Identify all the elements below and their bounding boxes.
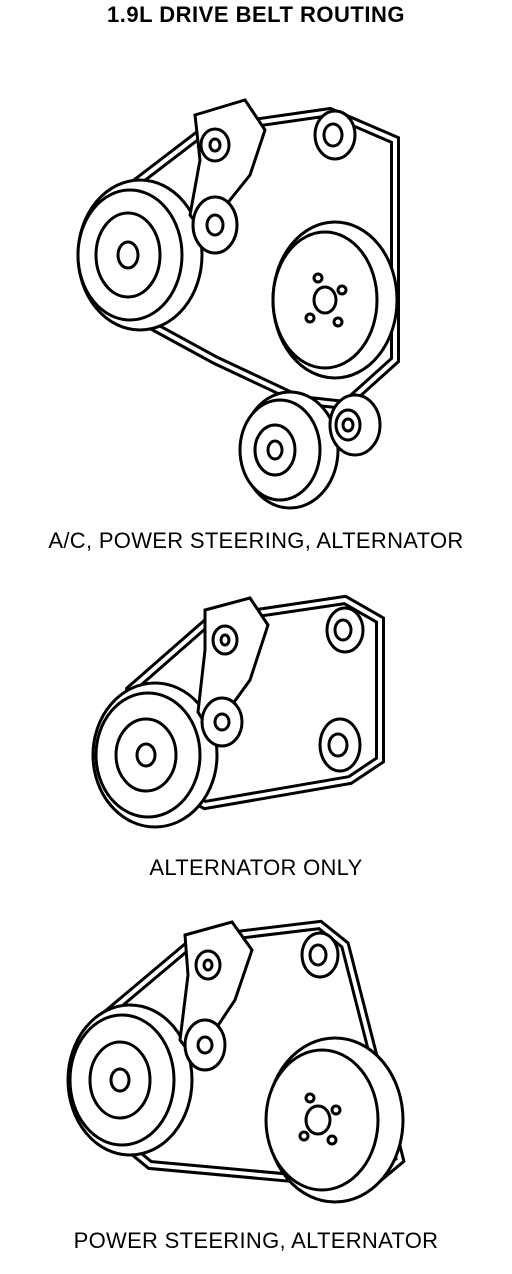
crankshaft-pulley [76,178,204,332]
power-steering-pulley [264,1036,405,1204]
crankshaft-pulley [66,1003,194,1157]
diagram-caption: A/C, POWER STEERING, ALTERNATOR [48,528,464,553]
idler-pulley-top [300,931,340,979]
idler-pulley-top [313,109,357,161]
page-title: 1.9L DRIVE BELT ROUTING [107,2,405,27]
belt-diagram-ps-alt [66,919,406,1204]
idler-pulley-top [325,606,365,654]
belt-tensioner [188,98,267,255]
diagram-caption: POWER STEERING, ALTERNATOR [73,1228,439,1253]
ac-compressor-pulley [238,390,340,510]
crankshaft-pulley [91,681,219,829]
belt-tensioner [196,596,270,748]
diagram-caption: ALTERNATOR ONLY [149,855,363,880]
belt-tensioner [178,920,254,1072]
alternator-pulley [318,717,362,773]
power-steering-pulley [271,220,399,380]
alternator-pulley [328,393,382,457]
belt-diagram-alt-only [91,594,385,829]
belt-diagram-ac-ps-alt [76,98,400,510]
